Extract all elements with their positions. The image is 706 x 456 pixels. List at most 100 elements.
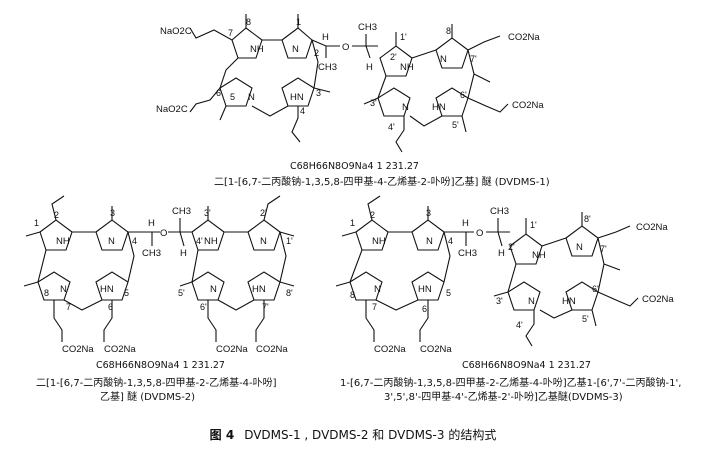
substituent-label: CO2Na [512,100,544,111]
svg-text:4: 4 [448,236,453,246]
svg-text:5: 5 [446,288,451,298]
hydrogen-label: H [498,248,505,259]
methyl-label: CH3 [490,206,509,217]
name-dvdms-3-line-1: 1-[6,7-二丙酸钠-1,3,5,8-四甲基-2-乙烯基-4-卟吩]乙基1-[… [340,378,682,389]
name-dvdms-2-line-1: 二[1-[6,7-二丙酸钠-1,3,5,8-四甲基-2-乙烯基-4-卟吩] [36,378,277,389]
svg-text:3': 3' [204,208,211,218]
methyl-label: CH3 [142,248,161,259]
figure-caption-text: DVDMS-1 , DVDMS-2 和 DVDMS-3 的结构式 [244,428,497,442]
svg-text:3: 3 [426,208,431,218]
substituent-label: CO2Na [508,32,540,43]
hn-label: HN [562,296,576,307]
svg-text:2: 2 [370,210,375,220]
svg-text:3': 3' [370,98,377,108]
methyl-label: CH3 [172,206,191,217]
svg-text:7: 7 [228,28,233,38]
formula-dvdms-2: C68H66N8O9Na4 1 231.27 [96,360,225,371]
svg-text:4: 4 [300,106,305,116]
svg-text:6: 6 [422,304,427,314]
nh-label: NH [400,62,414,73]
figure-caption: 图 4 DVDMS-1 , DVDMS-2 和 DVDMS-3 的结构式 [0,426,706,443]
svg-text:8: 8 [246,17,251,27]
hn-label: HN [418,284,432,295]
svg-text:8': 8' [286,288,293,298]
svg-text:6': 6' [460,90,467,100]
figure-label: 图 4 [209,428,235,442]
n-label: N [260,236,267,247]
svg-text:8: 8 [44,288,49,298]
svg-text:5: 5 [230,92,235,102]
ether-oxygen-label: O [476,228,483,239]
svg-text:6': 6' [592,284,599,294]
svg-text:1: 1 [34,218,39,228]
name-dvdms-1: 二[1-[6,7-二丙酸钠-1,3,5,8-四甲基-4-乙烯基-2-卟吩]乙基]… [214,177,550,188]
svg-text:5': 5' [452,120,459,130]
formula-dvdms-3: C68H66N8O9Na4 1 231.27 [462,360,591,371]
substituent-label: NaO2C [160,26,192,37]
hn-label: HN [432,102,446,113]
substituent-label: CO2Na [642,294,674,305]
hydrogen-label: H [366,62,373,73]
n-label: N [402,102,409,113]
svg-text:6: 6 [108,302,113,312]
hn-label: HN [252,284,266,295]
n-label: N [440,54,447,65]
svg-text:6: 6 [216,88,221,98]
svg-text:2': 2' [508,242,515,252]
name-dvdms-2-line-2: 乙基] 醚 (DVDMS-2) [100,392,196,403]
svg-text:7': 7' [600,244,607,254]
hn-label: HN [100,284,114,295]
ether-oxygen-label: O [342,42,349,53]
svg-text:2': 2' [260,208,267,218]
substituent-label: CO2Na [216,344,248,355]
substituent-label: CO2Na [104,344,136,355]
substituent-label: CO2Na [62,344,94,355]
n-label: N [292,44,299,55]
n-label: N [60,284,67,295]
svg-text:3: 3 [316,88,321,98]
svg-text:5': 5' [178,288,185,298]
substituent-label: NaO2C [156,104,188,115]
hn-label: HN [290,92,304,103]
svg-text:7: 7 [372,302,377,312]
svg-text:7': 7' [262,302,269,312]
n-label: N [108,236,115,247]
svg-text:2': 2' [390,52,397,62]
n-label: N [374,284,381,295]
nh-label: NH [56,236,70,247]
svg-text:8': 8' [584,214,591,224]
svg-text:1: 1 [350,218,355,228]
n-label: N [248,92,255,103]
substituent-label: CO2Na [256,344,288,355]
nh-label: NH [372,236,386,247]
nh-label: NH [250,44,264,55]
svg-text:1: 1 [296,17,301,27]
svg-text:3': 3' [496,296,503,306]
hydrogen-label: H [462,218,469,229]
n-label: N [426,236,433,247]
svg-text:6': 6' [200,302,207,312]
svg-text:1': 1' [400,32,407,42]
n-label: N [528,296,535,307]
svg-text:7: 7 [66,302,71,312]
svg-text:2: 2 [54,210,59,220]
n-label: N [210,284,217,295]
hydrogen-label: H [148,218,155,229]
hydrogen-label: H [322,32,329,43]
svg-text:5': 5' [582,314,589,324]
ether-oxygen-label: O [160,228,167,239]
n-label: N [576,242,583,253]
nh-label: NH [532,250,546,261]
substituent-label: CO2Na [636,222,668,233]
svg-text:4': 4' [388,122,395,132]
hydrogen-label: H [180,248,187,259]
methyl-label: CH3 [458,248,477,259]
substituent-label: CO2Na [420,344,452,355]
svg-text:5: 5 [124,288,129,298]
svg-text:4: 4 [132,236,137,246]
svg-text:2: 2 [314,48,319,58]
svg-text:4': 4' [196,236,203,246]
